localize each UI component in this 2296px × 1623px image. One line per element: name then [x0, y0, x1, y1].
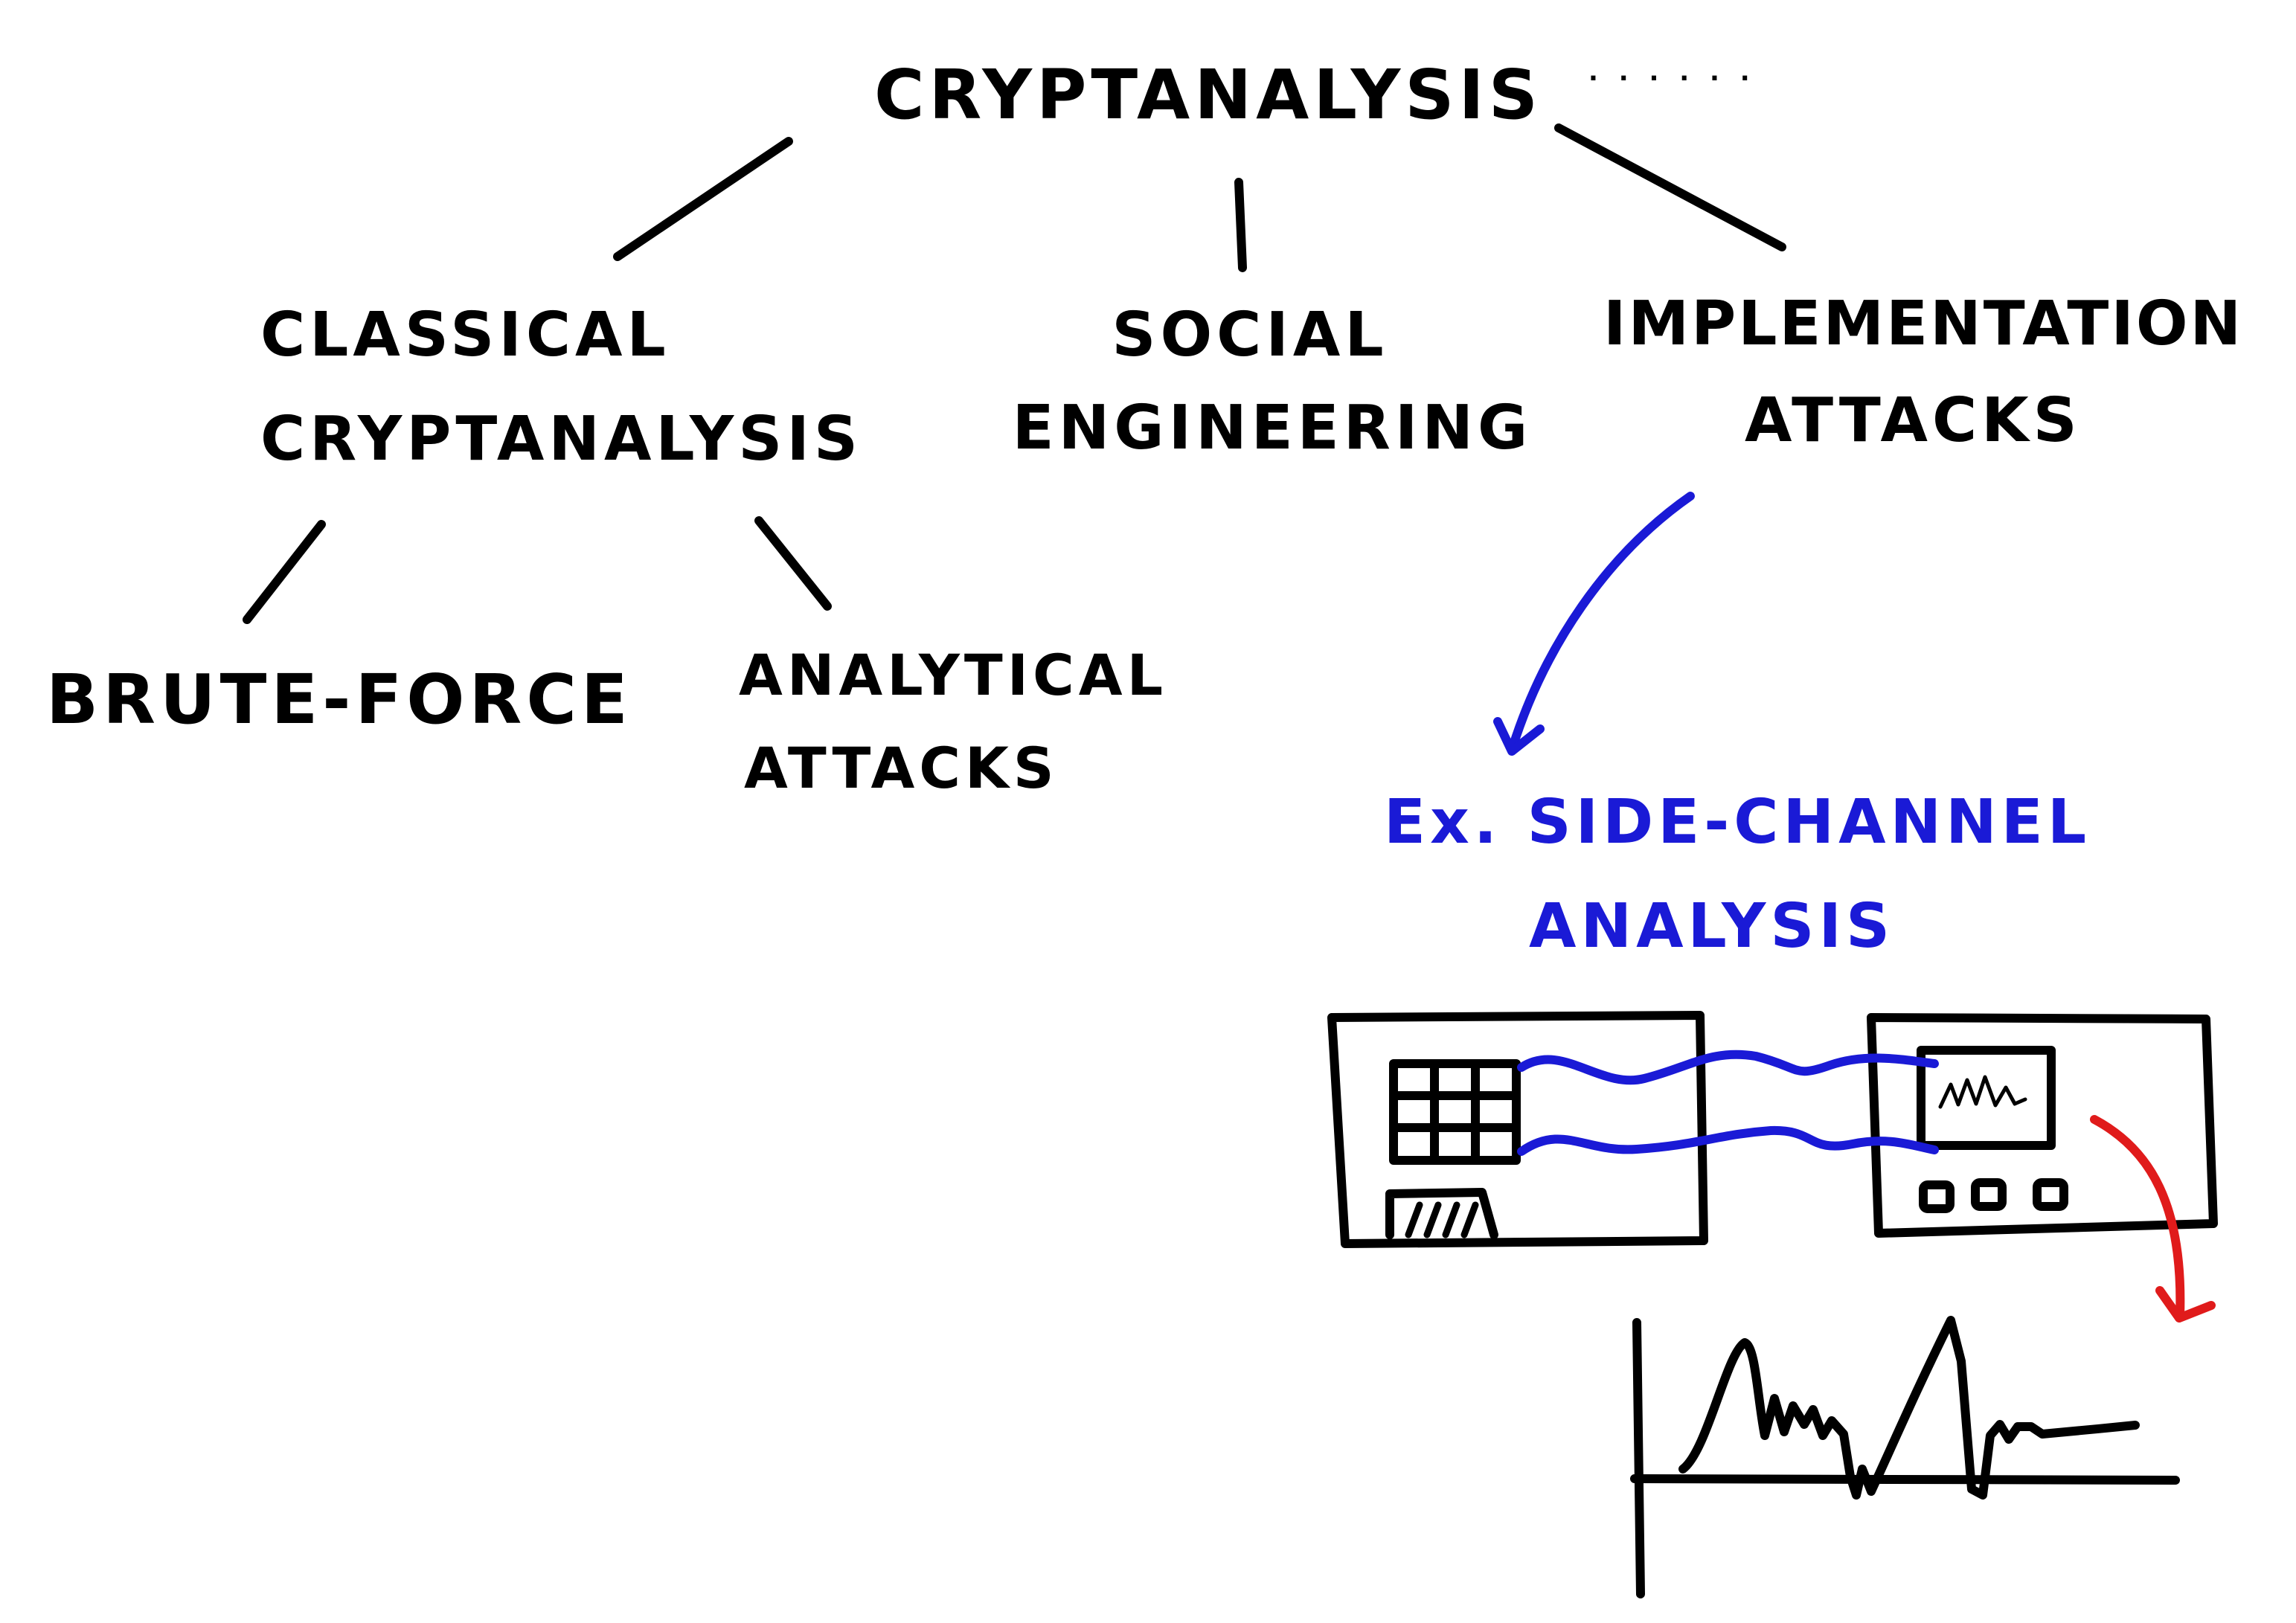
circuit-board-icon [1327, 1011, 1708, 1248]
example-arrow [1493, 492, 1695, 756]
edge-classical-analytical [754, 516, 832, 611]
probe-wire-upper [1517, 1050, 1939, 1085]
chip-grid [1389, 1059, 1521, 1165]
probe-wire-lower [1517, 1125, 1939, 1156]
trace-arrow [2090, 1115, 2216, 1322]
social-engineering-line1: SOCIAL [1112, 300, 1388, 370]
brute-force-label: BRUTE-FORCE [46, 660, 632, 739]
implementation-attacks-line1: IMPLEMENTATION [1603, 289, 2244, 359]
root-node-ellipsis: . . . . . . [1588, 57, 1756, 87]
scope-knob-1 [1919, 1180, 1955, 1213]
implementation-attacks-line2: ATTACKS [1745, 385, 2082, 456]
analytical-attacks-line1: ANALYTICAL [739, 642, 1168, 708]
power-trace-icon [1630, 1316, 2180, 1598]
trace-y-axis [1632, 1318, 1645, 1598]
oscilloscope-icon [1867, 1013, 2218, 1238]
social-engineering-line2: ENGINEERING [1012, 393, 1533, 463]
scope-knob-2 [1971, 1178, 2007, 1211]
trace-signal [1678, 1316, 2140, 1500]
classical-cryptanalysis-line1: CLASSICAL [260, 300, 670, 370]
edge-root-social [1234, 178, 1247, 272]
classical-cryptanalysis-line2: CRYPTANALYSIS [260, 404, 862, 475]
scope-screen [1917, 1046, 2056, 1150]
edge-root-implementation [1554, 123, 1786, 251]
connector-block [1385, 1188, 1498, 1239]
side-channel-analysis-line1: Ex. SIDE-CHANNEL [1384, 787, 2091, 858]
scope-knob-3 [2033, 1178, 2068, 1211]
probe-wires [1517, 1050, 1939, 1156]
analytical-attacks-line2: ATTACKS [744, 735, 1059, 801]
scope-screen-trace [1938, 1075, 2027, 1109]
root-node-label: CRYPTANALYSIS [874, 55, 1543, 135]
edge-root-classical [613, 137, 793, 261]
edge-classical-bruteforce [243, 520, 326, 624]
side-channel-analysis-line2: ANALYSIS [1529, 891, 1895, 962]
trace-x-axis [1630, 1474, 2180, 1485]
